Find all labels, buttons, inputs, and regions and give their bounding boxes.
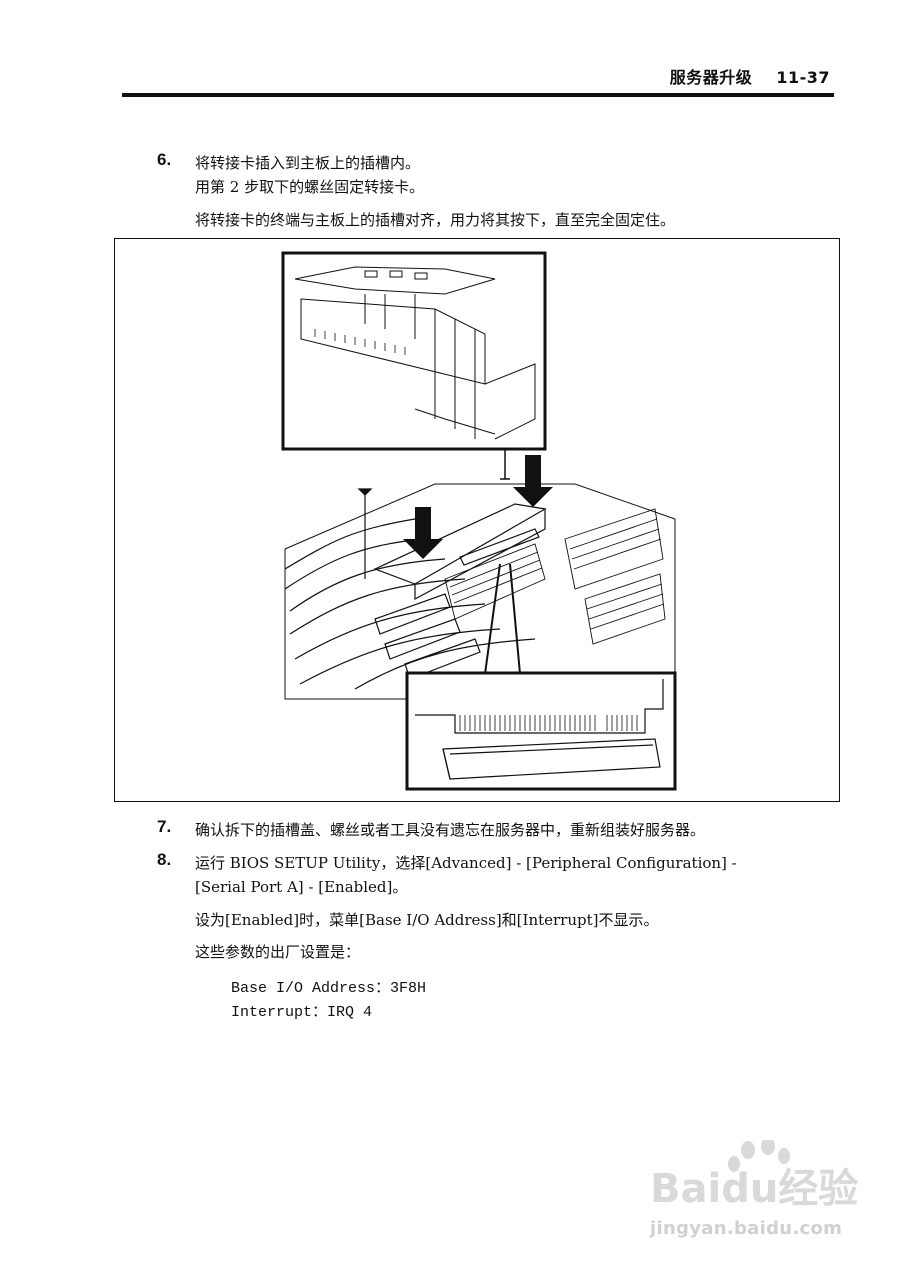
riser-card-installation-figure	[114, 238, 840, 802]
step-6-line-2: 用第 2 步取下的螺丝固定转接卡。	[195, 178, 425, 196]
step-8-line-1: 运行 BIOS SETUP Utility，选择[Advanced] - [Pe…	[195, 854, 737, 872]
baidu-paw-logo-icon: Baidu经验	[650, 1137, 858, 1212]
step-number-8: 8.	[157, 850, 172, 869]
baidu-jingyan-watermark: Baidu经验 jingyan.baidu.com	[650, 1137, 860, 1250]
installation-illustration	[281, 251, 677, 791]
step-number-7: 7.	[157, 817, 172, 836]
default-base-io-address: Base I/O Address：3F8H	[231, 980, 427, 997]
header-rule	[122, 93, 834, 97]
default-interrupt: Interrupt：IRQ 4	[231, 1004, 373, 1021]
step-8-defaults-intro: 这些参数的出厂设置是：	[195, 943, 361, 961]
page-number: 11-37	[776, 68, 830, 87]
step-6-line-3: 将转接卡的终端与主板上的插槽对齐，用力将其按下，直至完全固定住。	[195, 211, 676, 229]
step-6-line-1: 将转接卡插入到主板上的插槽内。	[195, 154, 421, 172]
step-8-note: 设为[Enabled]时，菜单[Base I/O Address]和[Inter…	[195, 911, 659, 929]
watermark-logo-text: Baidu经验	[650, 1166, 858, 1212]
watermark-url: jingyan.baidu.com	[650, 1218, 843, 1239]
step-8-line-2: [Serial Port A] - [Enabled]。	[195, 878, 408, 896]
chapter-title: 服务器升级	[669, 68, 753, 87]
running-header: 服务器升级 11-37	[670, 64, 830, 88]
step-7-line-1: 确认拆下的插槽盖、螺丝或者工具没有遗忘在服务器中，重新组装好服务器。	[195, 821, 706, 839]
step-number-6: 6.	[157, 150, 172, 169]
